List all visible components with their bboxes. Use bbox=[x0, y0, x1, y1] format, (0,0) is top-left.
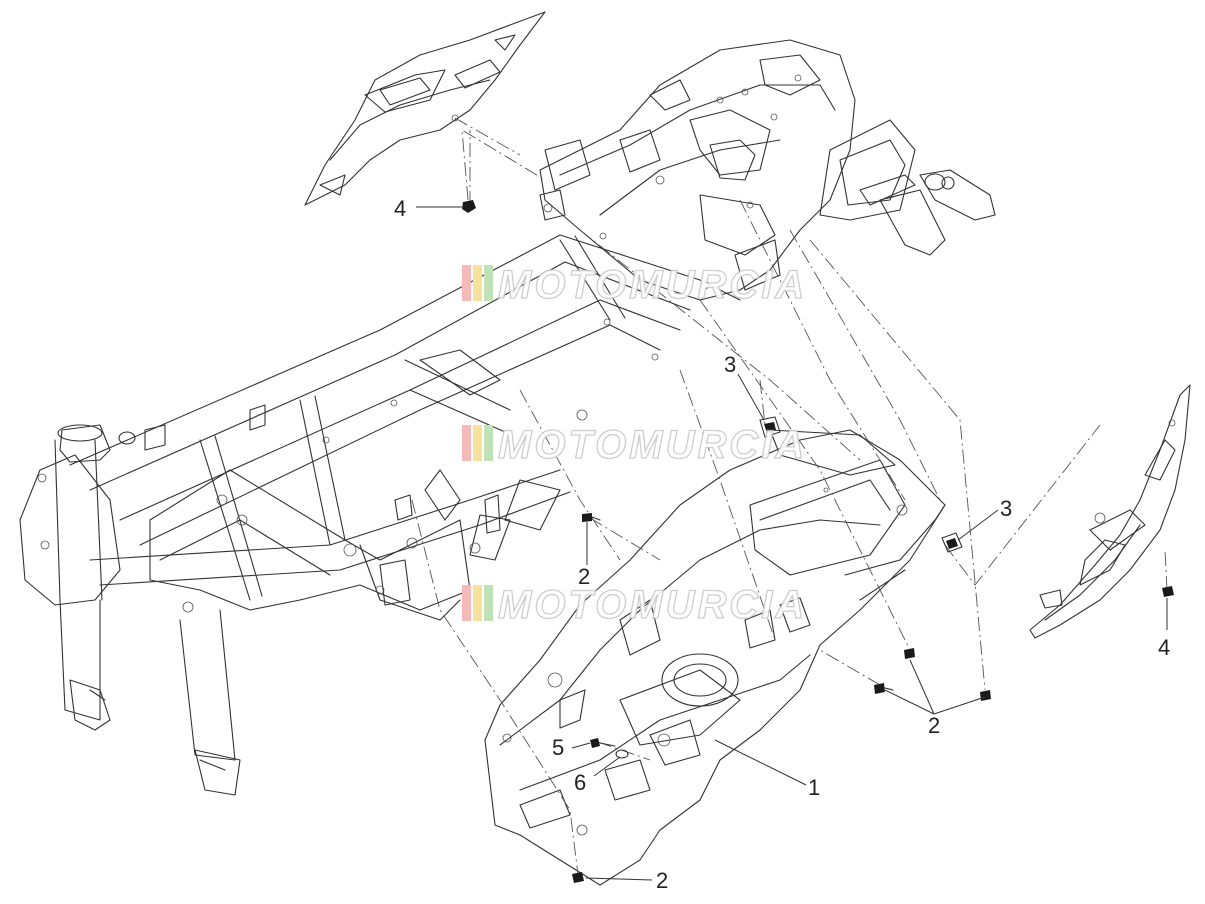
watermark-text: MOTOMURCIA bbox=[498, 263, 807, 307]
nut-4-top bbox=[462, 200, 476, 213]
callout-3-right: 3 bbox=[1000, 496, 1012, 521]
watermark-1: MOTOMURCIA bbox=[462, 262, 807, 308]
callout-2-left: 2 bbox=[578, 564, 590, 589]
screw-2-mid bbox=[874, 648, 915, 694]
callout-3-center: 3 bbox=[724, 352, 736, 377]
screw-5 bbox=[590, 738, 616, 748]
callout-2-bottom: 2 bbox=[656, 868, 668, 893]
callout-leaders bbox=[416, 206, 1168, 881]
callout-1: 1 bbox=[808, 775, 820, 800]
callout-6: 6 bbox=[574, 770, 586, 795]
clip-3-center bbox=[759, 416, 781, 438]
assembly-lines bbox=[411, 117, 1168, 876]
nut-4-right bbox=[1162, 586, 1174, 597]
hardware bbox=[462, 200, 1174, 883]
watermark-3: MOTOMURCIA bbox=[462, 582, 807, 628]
watermark-2: MOTOMURCIA bbox=[462, 422, 807, 468]
callout-4-top: 4 bbox=[394, 196, 406, 221]
screw-2-bottom bbox=[572, 872, 584, 883]
watermark-logo-stripes bbox=[462, 265, 493, 301]
tail-subframe bbox=[539, 39, 996, 301]
callout-5: 5 bbox=[552, 735, 564, 760]
right-side-panel bbox=[1029, 384, 1191, 639]
callout-labels: 4 3 3 2 2 4 5 6 1 2 bbox=[394, 196, 1170, 893]
watermark-text: MOTOMURCIA bbox=[498, 583, 807, 627]
rear-frame bbox=[19, 232, 741, 796]
watermark-logo-stripes bbox=[462, 425, 493, 461]
watermark-text: MOTOMURCIA bbox=[498, 423, 807, 467]
screw-2-left bbox=[582, 513, 601, 522]
washer-6 bbox=[615, 749, 629, 759]
left-side-panel bbox=[304, 11, 546, 206]
clip-3-right bbox=[941, 532, 963, 553]
screw-2-right bbox=[980, 690, 991, 701]
callout-2-right: 2 bbox=[928, 713, 940, 738]
watermark-logo-stripes bbox=[462, 585, 493, 621]
callout-4-right: 4 bbox=[1158, 635, 1170, 660]
